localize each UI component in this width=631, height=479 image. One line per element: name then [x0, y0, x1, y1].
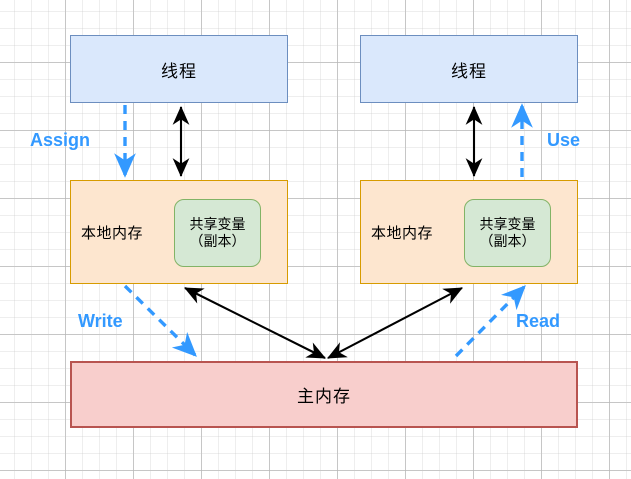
shared-variable-2-line1: 共享变量: [479, 215, 536, 232]
shared-variable-2-line2: （副本）: [479, 233, 536, 249]
read-label: Read: [516, 311, 561, 331]
local-memory-box-1[interactable]: 本地内存 共享变量 （副本）: [70, 180, 288, 284]
use-label: Use: [547, 130, 581, 150]
thread-box-1-label: 线程: [161, 61, 197, 81]
local-memory-2-label: 本地内存: [371, 224, 434, 242]
shared-variable-box-2[interactable]: 共享变量 （副本）: [464, 199, 551, 267]
main-memory-label: 主内存: [297, 387, 351, 406]
arrow-localmem1-mainmem: [184, 287, 326, 359]
write-label: Write: [78, 311, 123, 331]
shared-variable-1-line2: （副本）: [189, 233, 246, 249]
arrow-read: [454, 285, 526, 358]
thread-box-1[interactable]: 线程: [70, 35, 288, 103]
arrow-write: [123, 284, 197, 357]
shared-variable-box-1[interactable]: 共享变量 （副本）: [174, 199, 261, 267]
thread-box-2[interactable]: 线程: [360, 35, 578, 103]
local-memory-box-2[interactable]: 本地内存 共享变量 （副本）: [360, 180, 578, 284]
main-memory-box[interactable]: 主内存: [70, 361, 578, 428]
local-memory-1-label: 本地内存: [81, 224, 144, 242]
thread-box-2-label: 线程: [451, 61, 487, 81]
arrow-localmem2-mainmem: [327, 287, 463, 359]
shared-variable-1-line1: 共享变量: [189, 215, 246, 232]
assign-label: Assign: [30, 130, 91, 150]
